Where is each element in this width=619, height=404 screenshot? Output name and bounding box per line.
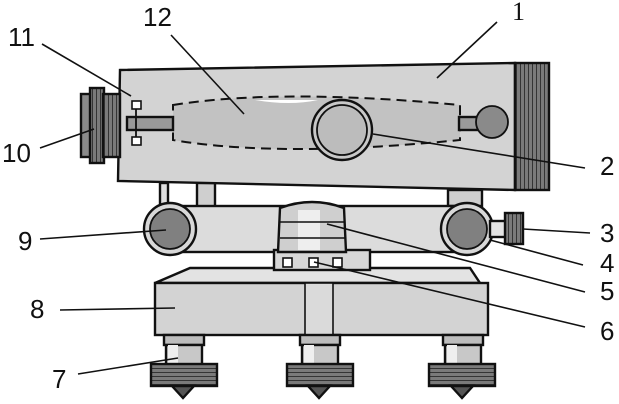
right-knob <box>439 201 495 257</box>
leader-lines <box>39 21 591 375</box>
label-11: 11 <box>8 22 35 52</box>
bubble-mirror <box>310 98 374 162</box>
label-6: 6 <box>600 316 614 346</box>
label-7: 7 <box>52 364 66 394</box>
foot-screw-left <box>149 333 219 400</box>
left-knob <box>142 201 198 257</box>
foot-screw-middle <box>285 333 355 400</box>
eyepiece <box>79 86 122 165</box>
label-1: 1 <box>512 0 525 26</box>
label-10: 10 <box>2 138 31 168</box>
foot-screw-right <box>427 333 497 400</box>
label-8: 8 <box>30 294 44 324</box>
part-labels: 1 2 3 4 5 6 7 8 9 10 11 12 <box>2 0 614 394</box>
vertical-axis-housing <box>272 200 372 272</box>
label-12: 12 <box>143 2 172 32</box>
label-2: 2 <box>600 151 614 181</box>
fine-motion-screw <box>488 211 525 246</box>
label-9: 9 <box>18 226 32 256</box>
label-4: 4 <box>600 248 614 278</box>
base-plate <box>153 266 490 337</box>
label-5: 5 <box>600 276 614 306</box>
eyepiece-bracket <box>131 100 142 146</box>
label-3: 3 <box>600 218 614 248</box>
